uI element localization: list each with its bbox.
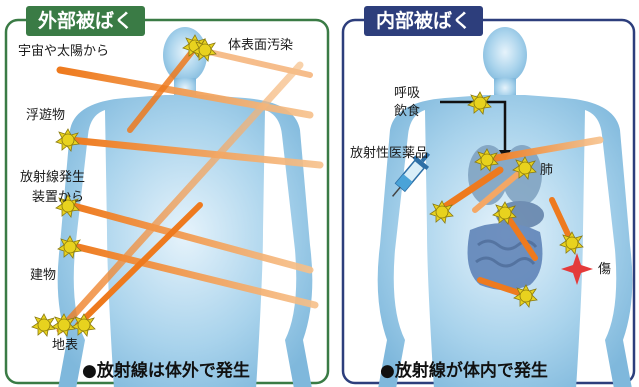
label-wound: 傷 <box>598 262 612 277</box>
syringe-icon <box>391 152 431 197</box>
external-caption: ●放射線は体外で発生 <box>82 361 250 381</box>
label-building: 建物 <box>30 268 57 283</box>
label-ground: 地表 <box>52 338 79 353</box>
external-panel <box>4 18 330 387</box>
label-lung: 肺 <box>540 163 554 178</box>
label-floating: 浮遊物 <box>26 108 66 123</box>
label-space: 宇宙や太陽から <box>18 44 110 59</box>
wound-icon <box>561 253 593 285</box>
label-generator-1: 放射線発生 <box>20 170 86 185</box>
label-breath: 呼吸 <box>394 86 421 101</box>
intake-arrow <box>440 100 507 152</box>
internal-caption: ●放射線が体内で発生 <box>380 361 548 381</box>
label-radiopharmaceutical: 放射性医薬品 <box>350 146 429 161</box>
internal-panel <box>341 18 636 387</box>
label-generator-2: 装置から <box>32 190 85 205</box>
label-food: 飲食 <box>394 104 421 119</box>
internal-rays <box>436 136 604 298</box>
external-exposure-title: 外部被ばく <box>26 6 146 36</box>
internal-exposure-title: 内部被ばく <box>364 6 484 36</box>
label-surface-contamination: 体表面汚染 <box>228 38 294 53</box>
external-rays <box>56 45 324 334</box>
